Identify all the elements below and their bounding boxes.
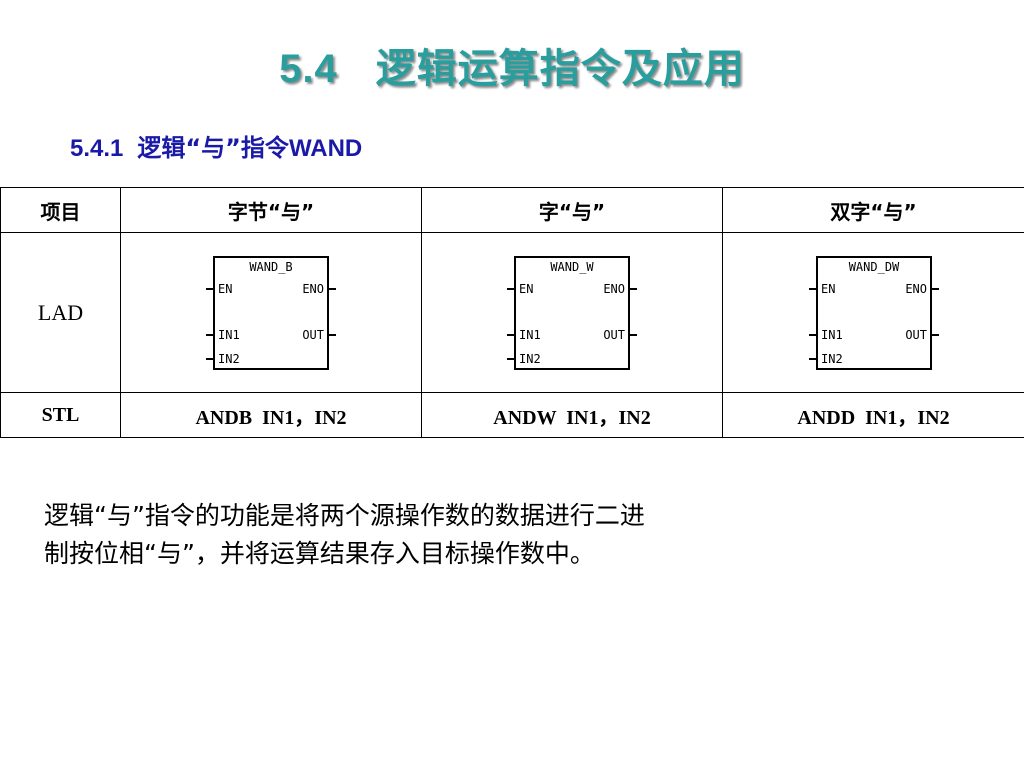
pin-en: EN [218, 282, 232, 296]
header-byte-and: 字节“与” [120, 187, 422, 233]
section-text: 逻辑“与”指令 [137, 134, 289, 162]
section-heading: 5.4.1 逻辑“与”指令WAND [70, 128, 362, 163]
stl-byte: ANDB IN1，IN2 [120, 392, 422, 438]
slide-title: 5.4 逻辑运算指令及应用 [0, 36, 1024, 94]
lad-cell-dword: WAND_DW EN ENO IN1 IN2 OUT [722, 232, 1024, 393]
lad-label: LAD [0, 232, 121, 393]
pin-in2: IN2 [821, 352, 843, 366]
pin-in2: IN2 [519, 352, 541, 366]
header-word-and: 字“与” [421, 187, 723, 233]
pin-out: OUT [905, 328, 927, 342]
instruction-table: 项目 字节“与” 字“与” 双字“与” LAD WAND_B EN ENO IN… [0, 187, 1024, 438]
section-number: 5.4.1 [70, 135, 124, 162]
lad-cell-byte: WAND_B EN ENO IN1 IN2 OUT [120, 232, 422, 393]
pin-in1: IN1 [218, 328, 240, 342]
description-line-2: 制按位相“与”，并将运算结果存入目标操作数中。 [44, 539, 595, 568]
header-item: 项目 [0, 187, 121, 233]
pin-en: EN [519, 282, 533, 296]
block-name: WAND_W [550, 260, 594, 274]
wand-w-block-diagram: WAND_W EN ENO IN1 IN2 OUT [507, 255, 637, 370]
block-name: WAND_DW [848, 260, 899, 274]
pin-out: OUT [603, 328, 625, 342]
pin-in2: IN2 [218, 352, 240, 366]
pin-in1: IN1 [519, 328, 541, 342]
table-header-row: 项目 字节“与” 字“与” 双字“与” [0, 187, 1024, 233]
block-name: WAND_B [249, 260, 292, 274]
table-row-stl: STL ANDB IN1，IN2 ANDW IN1，IN2 ANDD IN1，I… [0, 392, 1024, 438]
lad-cell-word: WAND_W EN ENO IN1 IN2 OUT [421, 232, 723, 393]
description-paragraph: 逻辑“与”指令的功能是将两个源操作数的数据进行二进 制按位相“与”，并将运算结果… [44, 497, 944, 573]
pin-out: OUT [302, 328, 324, 342]
pin-eno: ENO [603, 282, 625, 296]
description-line-1: 逻辑“与”指令的功能是将两个源操作数的数据进行二进 [44, 501, 645, 530]
stl-dword: ANDD IN1，IN2 [722, 392, 1024, 438]
header-dword-and: 双字“与” [722, 187, 1024, 233]
wand-dw-block-diagram: WAND_DW EN ENO IN1 IN2 OUT [808, 255, 939, 370]
pin-in1: IN1 [821, 328, 843, 342]
title-number: 5.4 [279, 47, 338, 91]
stl-word: ANDW IN1，IN2 [421, 392, 723, 438]
wand-b-block-diagram: WAND_B EN ENO IN1 IN2 OUT [206, 255, 336, 370]
pin-eno: ENO [302, 282, 324, 296]
pin-eno: ENO [905, 282, 927, 296]
title-text: 逻辑运算指令及应用 [375, 46, 745, 92]
pin-en: EN [821, 282, 835, 296]
table-row-lad: LAD WAND_B EN ENO IN1 IN2 OUT [0, 232, 1024, 393]
stl-label: STL [0, 392, 121, 438]
section-code: WAND [288, 135, 363, 162]
